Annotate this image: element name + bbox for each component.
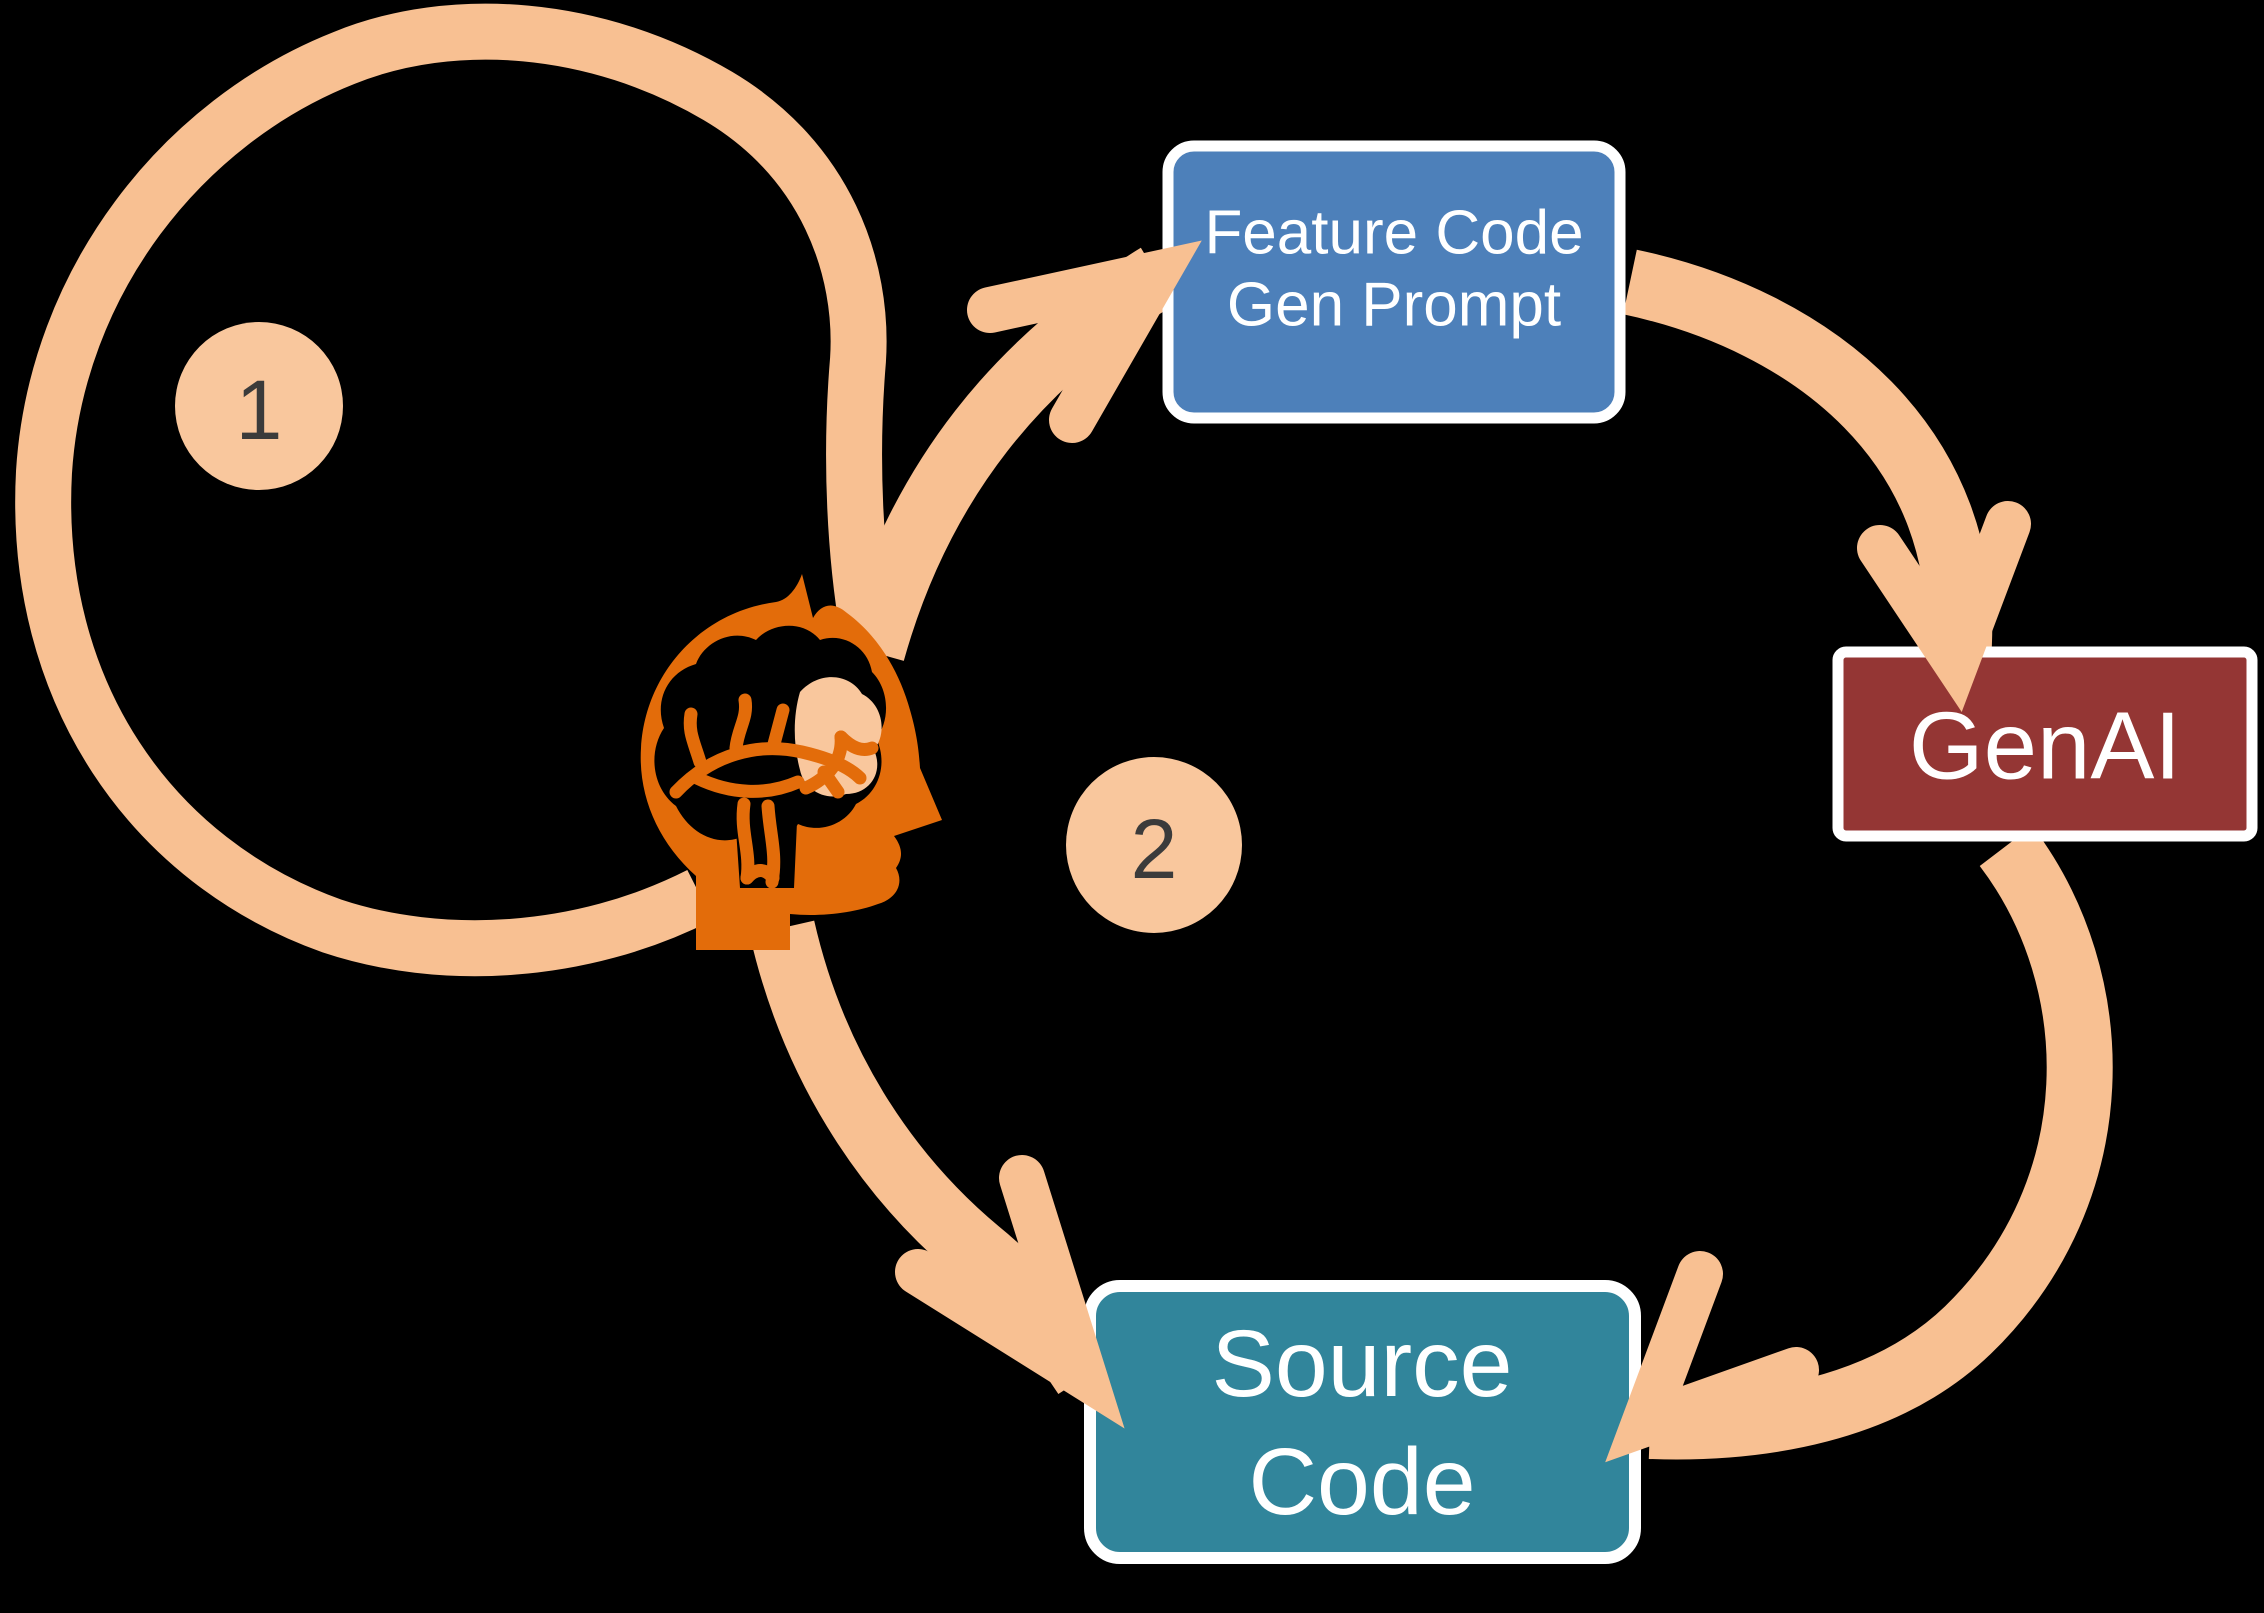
node-source-code: Source Code (1084, 1280, 1641, 1564)
thought-loop-arc (15, 3, 900, 977)
genai-label: GenAI (1909, 693, 2181, 800)
badge-circle-1 (175, 322, 343, 490)
badge-number-1: 1 (236, 363, 283, 457)
feature-prompt-label-line2: Gen Prompt (1227, 271, 1561, 340)
step-badge-2: 2 (1066, 757, 1242, 933)
arrow-genai-to-source-tip (1605, 1251, 1819, 1463)
cycle-arrow-shafts (749, 247, 2113, 1460)
step-badge-1: 1 (175, 322, 343, 490)
badge-number-2: 2 (1131, 802, 1178, 896)
source-code-label-line1: Source (1211, 1311, 1512, 1417)
node-feature-prompt: Feature Code Gen Prompt (1162, 140, 1626, 424)
human-head-brain-icon (640, 574, 942, 950)
arrow-human-to-prompt-shaft (840, 247, 1176, 661)
arrow-genai-to-source-shaft (1648, 826, 2113, 1460)
cycle-arrowheads (895, 240, 2031, 1463)
node-genai: GenAI (1832, 646, 2258, 842)
genai-box (1832, 646, 2258, 842)
source-code-label-line2: Code (1248, 1429, 1475, 1535)
brain-vessels-icon (669, 693, 879, 889)
arrow-human-to-source-tip (895, 1155, 1125, 1429)
feature-prompt-label-line1: Feature Code (1204, 199, 1583, 268)
arrow-human-to-prompt-tip (967, 240, 1202, 443)
arrow-prompt-to-genai-tip (1857, 501, 2031, 713)
badge-circle-2 (1066, 757, 1242, 933)
arrow-prompt-to-genai-shaft (1623, 249, 1993, 663)
